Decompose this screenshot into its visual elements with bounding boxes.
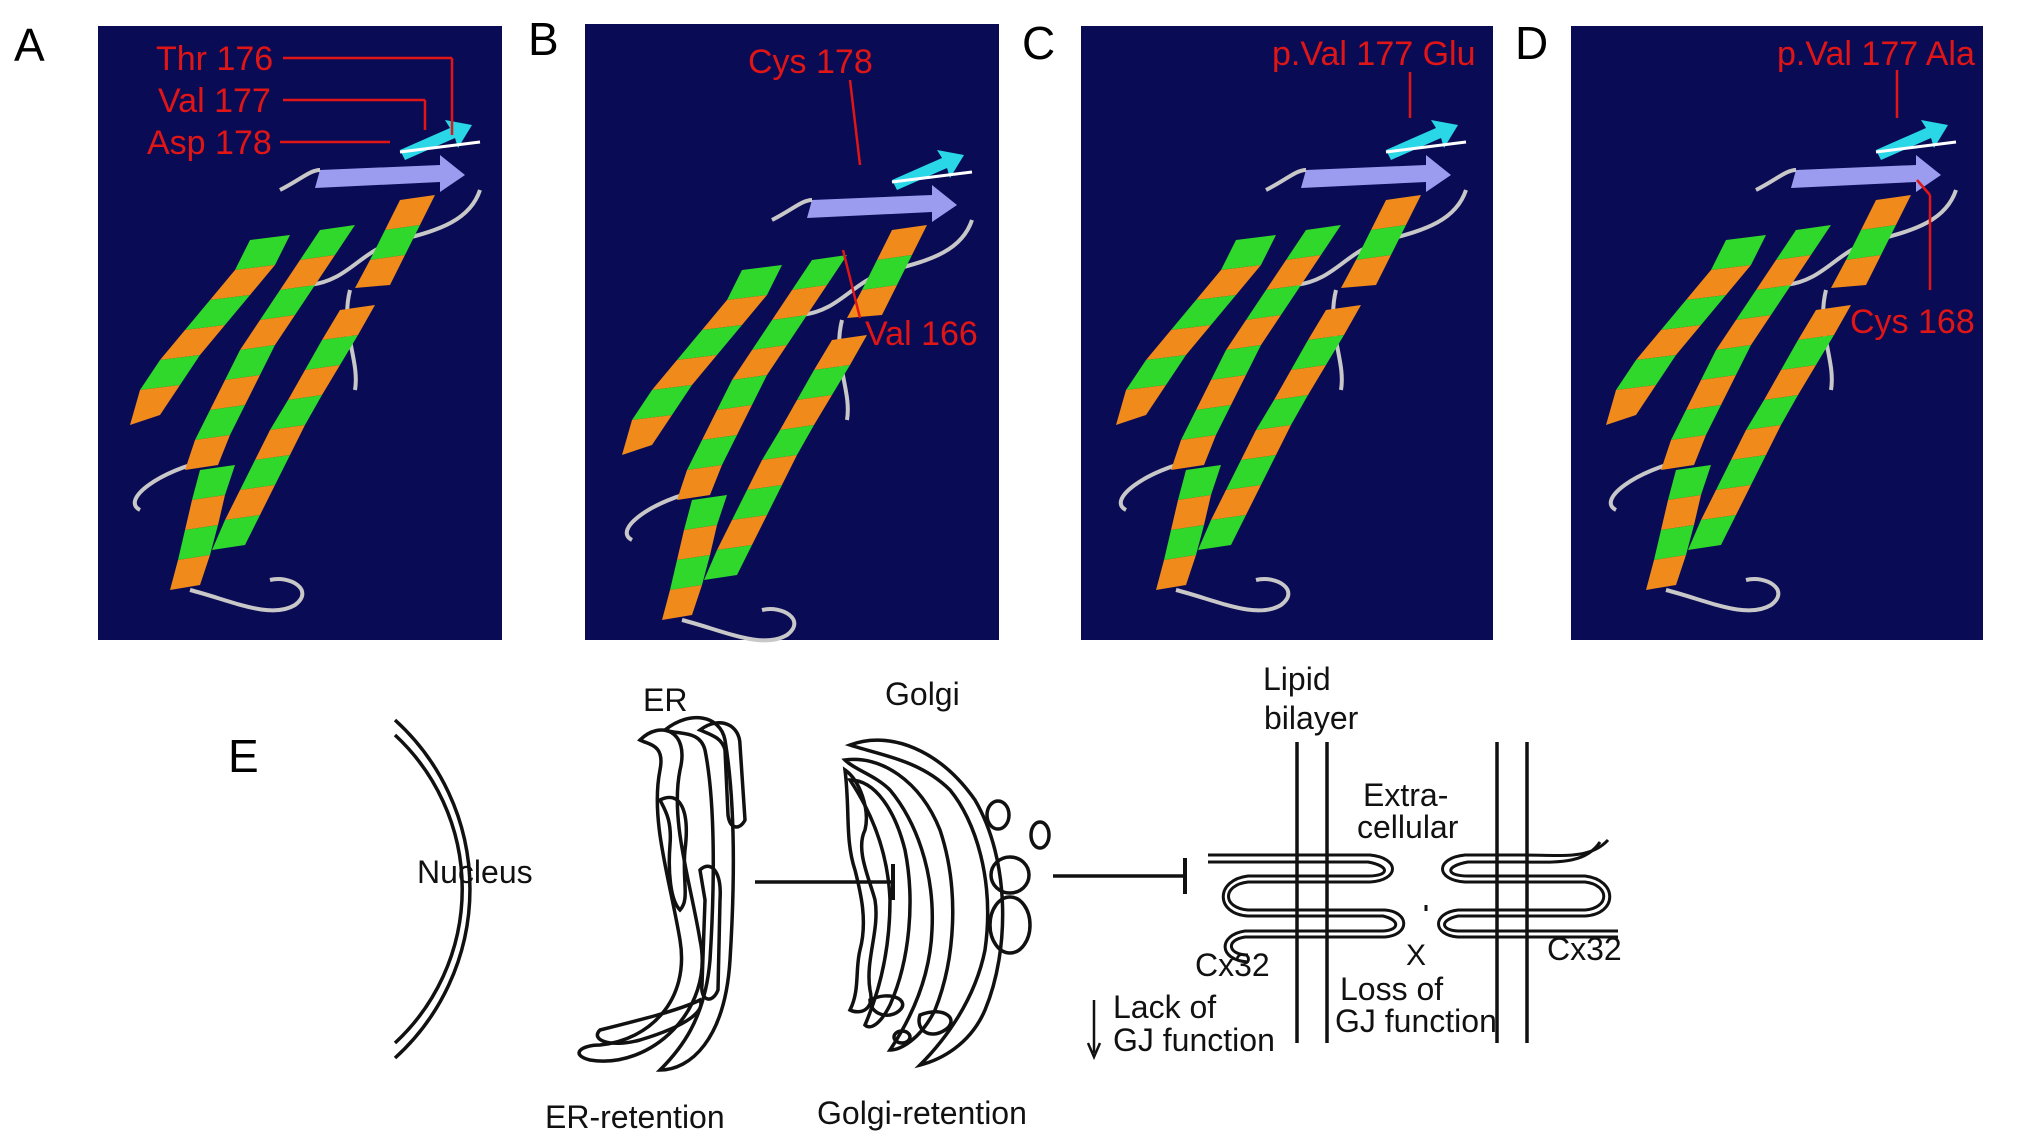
panel-e-schematic <box>393 715 1618 1072</box>
panel-letter-d: D <box>1515 17 1549 69</box>
label-er-retention: ER-retention <box>545 1099 725 1135</box>
label-cx32-left: Cx32 <box>1195 947 1270 983</box>
panel-b: Cys 178 Val 166 <box>585 24 999 643</box>
panel-a-background <box>98 26 502 640</box>
label-val-166: Val 166 <box>865 315 978 353</box>
label-er: ER <box>643 682 687 718</box>
label-golgi-retention: Golgi-retention <box>817 1095 1027 1131</box>
panel-letter-a: A <box>14 19 45 71</box>
label-loss-gj-function: GJ function <box>1335 1003 1497 1039</box>
golgi-stack <box>841 738 1051 1069</box>
down-arrow-head <box>1086 1042 1102 1061</box>
x-mark: X <box>1406 939 1426 972</box>
label-golgi: Golgi <box>885 676 960 712</box>
panel-c-background <box>1081 26 1493 640</box>
panel-a: Thr 176 Val 177 Asp 178 <box>98 26 502 640</box>
lipid-bilayers <box>1295 742 1529 1043</box>
panel-letter-c: C <box>1022 17 1056 69</box>
label-asp-178: Asp 178 <box>147 124 272 162</box>
panel-letter-e: E <box>228 730 259 782</box>
cx32-right-protein <box>1437 838 1618 939</box>
er-cisternae <box>577 715 747 1072</box>
label-cellular: cellular <box>1357 809 1459 845</box>
panel-d-background <box>1571 26 1983 640</box>
cx32-left-protein <box>1208 853 1406 964</box>
label-p-val-177-ala: p.Val 177 Ala <box>1777 35 1975 73</box>
label-loss-of: Loss of <box>1340 971 1443 1007</box>
panel-c: p.Val 177 Glu <box>1081 26 1493 640</box>
label-lack-of: Lack of <box>1113 989 1216 1025</box>
label-cx32-right: Cx32 <box>1547 931 1622 967</box>
panel-d: p.Val 177 Ala Cys 168 <box>1571 26 1983 640</box>
label-extra: Extra- <box>1363 777 1448 813</box>
label-nucleus: Nucleus <box>417 854 533 890</box>
label-cys-178: Cys 178 <box>748 43 873 81</box>
nucleus-outer-membrane <box>393 718 472 1060</box>
label-cys-168: Cys 168 <box>1850 303 1975 341</box>
label-p-val-177-glu: p.Val 177 Glu <box>1272 35 1476 73</box>
label-lipid: Lipid <box>1263 661 1331 697</box>
panel-letter-b: B <box>528 13 559 65</box>
label-thr-176: Thr 176 <box>156 40 273 78</box>
label-lack-gj-function: GJ function <box>1113 1022 1275 1058</box>
label-val-177: Val 177 <box>158 82 271 120</box>
label-bilayer: bilayer <box>1264 700 1359 736</box>
nucleus-inner-membrane <box>393 733 464 1045</box>
